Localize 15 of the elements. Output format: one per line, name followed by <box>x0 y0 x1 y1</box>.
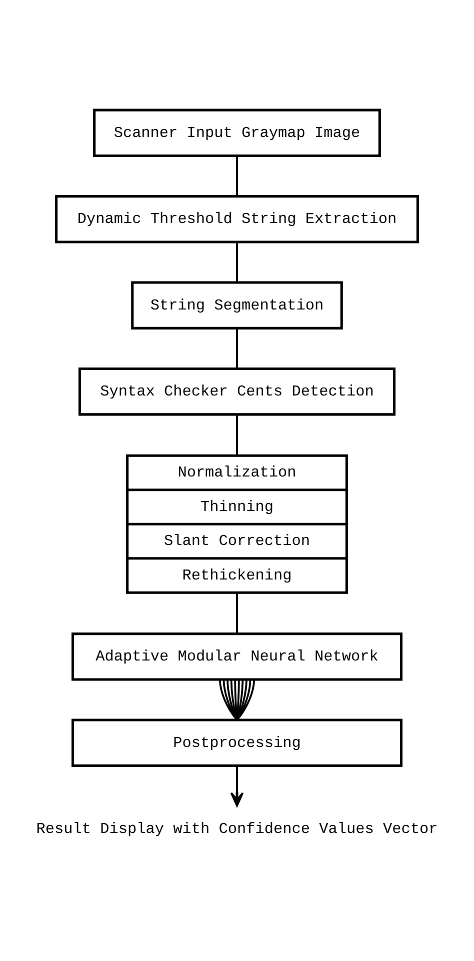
connector <box>236 242 238 282</box>
node-box: Dynamic Threshold String Extraction <box>55 194 419 243</box>
node-box: String Segmentation <box>131 280 343 329</box>
node-box: Postprocessing <box>72 718 402 766</box>
node-box: Scanner Input Graymap Image <box>93 108 381 156</box>
connector <box>236 679 256 720</box>
arrow <box>230 766 244 806</box>
connector <box>236 328 238 368</box>
connector <box>236 592 238 634</box>
node-box: Adaptive Modular Neural Network <box>72 632 402 680</box>
connector <box>236 414 238 455</box>
connector <box>236 156 238 196</box>
connector <box>218 679 238 720</box>
node-text: Result Display with Confidence Values Vector <box>36 820 438 838</box>
node-box: Syntax Checker Cents Detection <box>78 367 396 416</box>
